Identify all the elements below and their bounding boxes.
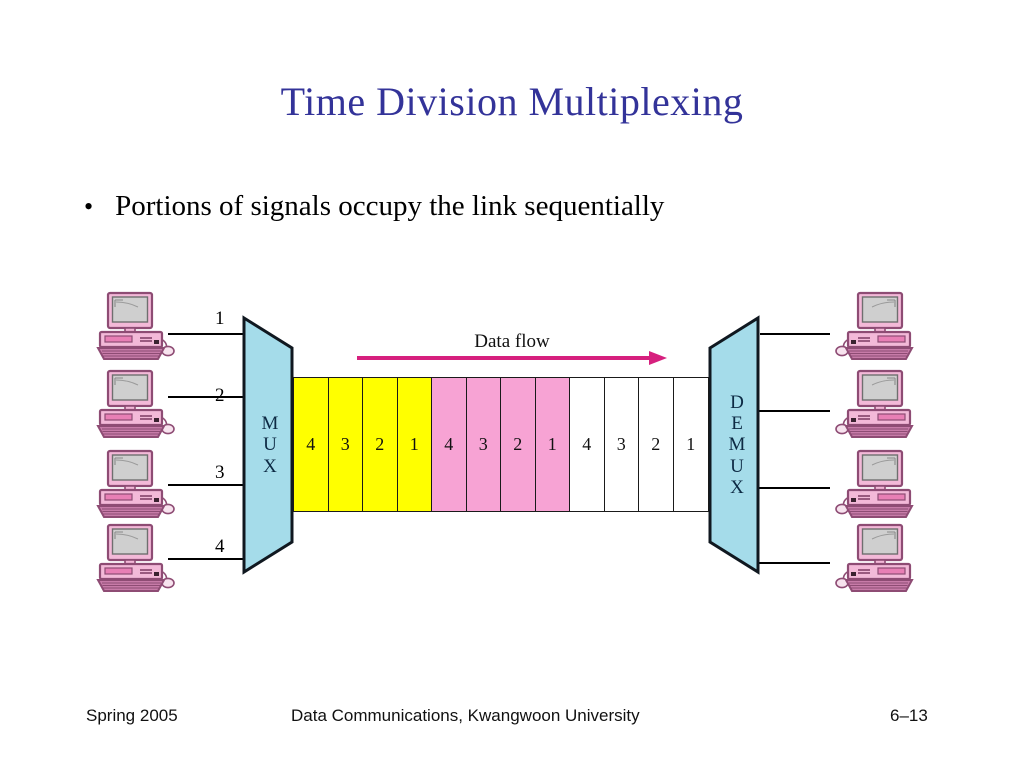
demux-letter: X xyxy=(730,476,744,498)
output-wire-2 xyxy=(757,410,830,412)
bullet-text: Portions of signals occupy the link sequ… xyxy=(115,190,665,222)
input-label-1: 1 xyxy=(215,308,225,329)
frame-cell: 4 xyxy=(294,378,329,511)
input-label-3: 3 xyxy=(215,462,225,483)
frame-cell: 1 xyxy=(535,378,570,511)
footer-page-number: 6–13 xyxy=(890,706,928,725)
frame-cell: 3 xyxy=(604,378,639,511)
slide-footer: Spring 2005 Data Communications, Kwangwo… xyxy=(0,706,1024,730)
input-wire-4 xyxy=(168,558,260,560)
computer-icon-sender-1[interactable] xyxy=(92,291,184,361)
mux-letter: X xyxy=(263,455,277,477)
frame-cell: 2 xyxy=(363,378,398,511)
input-wire-3 xyxy=(168,484,258,486)
frame-cell: 2 xyxy=(639,378,674,511)
computer-icon-receiver-4[interactable] xyxy=(826,523,918,593)
footer-term: Spring 2005 xyxy=(86,706,178,725)
computer-icon-sender-4[interactable] xyxy=(92,523,184,593)
frame-cell: 1 xyxy=(673,378,708,511)
page-title: Time Division Multiplexing xyxy=(280,79,744,124)
demux-letter: E xyxy=(731,413,743,435)
data-flow-arrow-icon xyxy=(357,350,667,371)
mux-letter: M xyxy=(261,413,279,435)
output-wire-3 xyxy=(754,487,830,489)
computer-icon-receiver-3[interactable] xyxy=(826,449,918,519)
mux-block[interactable]: M U X xyxy=(240,310,300,580)
input-wire-1 xyxy=(168,333,254,335)
frame-cell: 3 xyxy=(466,378,501,511)
frame-cell: 4 xyxy=(570,378,605,511)
input-wire-2 xyxy=(168,396,256,398)
frame-cell: 2 xyxy=(501,378,536,511)
computer-icon-receiver-2[interactable] xyxy=(826,369,918,439)
frame-cell: 3 xyxy=(328,378,363,511)
mux-letter: U xyxy=(263,434,277,456)
demux-label: D E M U X xyxy=(708,310,766,580)
demux-letter: U xyxy=(730,455,744,477)
demux-block[interactable]: D E M U X xyxy=(700,310,766,580)
input-label-2: 2 xyxy=(215,385,225,406)
output-wire-1 xyxy=(760,333,830,335)
footer-course: Data Communications, Kwangwoon Universit… xyxy=(291,706,640,725)
output-wire-4 xyxy=(751,562,830,564)
computer-icon-receiver-1[interactable] xyxy=(826,291,918,361)
frame-cell: 4 xyxy=(432,378,467,511)
demux-letter: D xyxy=(730,391,744,413)
computer-icon-sender-3[interactable] xyxy=(92,449,184,519)
mux-label: M U X xyxy=(240,310,300,580)
input-label-4: 4 xyxy=(215,536,225,557)
data-flow-label: Data flow xyxy=(474,331,550,352)
frame-cell: 1 xyxy=(397,378,432,511)
bullet-item: • Portions of signals occupy the link se… xyxy=(84,190,664,223)
demux-letter: M xyxy=(728,434,746,456)
bullet-marker-icon: • xyxy=(84,192,94,221)
computer-icon-sender-2[interactable] xyxy=(92,369,184,439)
